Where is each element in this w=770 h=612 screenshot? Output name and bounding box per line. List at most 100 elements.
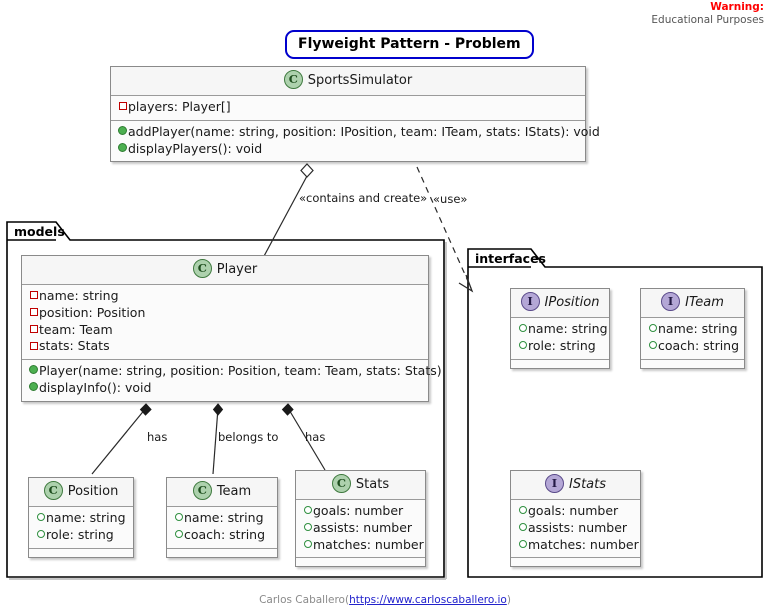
page-title: Flyweight Pattern - Problem — [285, 30, 534, 59]
interface-iteam-fields: name: string coach: string — [641, 318, 744, 360]
field-row: role: string — [517, 338, 603, 355]
field-label: name: string — [528, 321, 608, 336]
field-label: assists: number — [528, 519, 628, 535]
class-position-methods — [29, 549, 133, 557]
field-label: matches: number — [528, 536, 639, 552]
public-marker-icon — [117, 123, 128, 140]
private-marker-icon — [28, 338, 39, 355]
warning-subtitle: Educational Purposes — [651, 14, 764, 26]
interface-istats-header: I IStats — [511, 471, 640, 500]
class-sportssimulator-methods: addPlayer(name: string, position: IPosit… — [111, 121, 600, 162]
class-icon: C — [192, 481, 212, 500]
interface-icon: I — [544, 474, 564, 493]
class-position[interactable]: C Position name: string role: string — [28, 477, 134, 558]
class-sportssimulator-name: SportsSimulator — [307, 73, 413, 88]
class-stats-name: Stats — [355, 477, 390, 492]
relation-label-has-position: has — [147, 430, 168, 444]
field-row: coach: string — [173, 527, 271, 544]
footer-paren-close: ) — [506, 594, 511, 606]
class-team-fields: name: string coach: string — [167, 507, 277, 549]
private-marker-icon — [28, 287, 39, 304]
public-marker-icon — [35, 526, 46, 543]
field-row: name: string — [35, 510, 127, 527]
field-row: name: string — [517, 320, 608, 338]
package-models-label: models — [14, 224, 65, 239]
class-icon: C — [192, 259, 212, 278]
warning-title: Warning: — [710, 1, 764, 13]
field-label: position: Position — [39, 304, 146, 320]
footer-link[interactable]: https://www.carloscaballero.io — [349, 594, 507, 606]
field-row: goals: number — [302, 503, 419, 520]
class-team-name: Team — [216, 484, 252, 499]
package-models: models — [6, 221, 447, 580]
class-team-header: C Team — [167, 478, 277, 507]
field-row: role: string — [35, 527, 127, 544]
class-position-header: C Position — [29, 478, 133, 507]
field-label: goals: number — [313, 503, 404, 518]
field-label: assists: number — [313, 519, 413, 535]
field-label: matches: number — [313, 536, 424, 552]
method-label: addPlayer(name: string, position: IPosit… — [128, 123, 600, 139]
package-interfaces-label: interfaces — [475, 251, 547, 266]
warning-note: Warning: Educational Purposes — [651, 1, 764, 27]
field-label: coach: string — [184, 526, 266, 542]
public-marker-icon — [517, 320, 528, 337]
field-label: name: string — [39, 288, 119, 303]
public-marker-icon — [517, 502, 528, 519]
public-marker-icon — [517, 337, 528, 354]
method-label: displayPlayers(): void — [128, 140, 263, 156]
interface-iposition-methods — [511, 360, 609, 368]
field-label: goals: number — [528, 503, 619, 518]
class-position-name: Position — [67, 484, 119, 499]
method-row: displayInfo(): void — [28, 380, 422, 397]
private-marker-icon — [117, 98, 128, 115]
class-team-methods — [167, 549, 277, 557]
public-marker-icon — [302, 536, 313, 553]
public-marker-icon — [302, 519, 313, 536]
field-label: role: string — [46, 526, 114, 542]
public-marker-icon — [173, 526, 184, 543]
public-marker-icon — [28, 379, 39, 396]
method-row: displayPlayers(): void — [117, 141, 579, 158]
field-row: coach: string — [647, 337, 739, 355]
package-interfaces-outline — [467, 248, 763, 578]
footer-author: Carlos Caballero — [259, 594, 345, 606]
field-row: players: Player[] — [117, 99, 579, 116]
relation-label-contains-and-create: «contains and create» — [299, 191, 428, 205]
public-marker-icon — [28, 362, 39, 379]
public-marker-icon — [173, 509, 184, 526]
field-row: name: string — [647, 321, 738, 338]
public-marker-icon — [517, 519, 528, 536]
interface-iposition-fields: name: string role: string — [511, 318, 609, 360]
interface-istats-fields: goals: number assists: number matches: n… — [511, 500, 640, 559]
class-team[interactable]: C Team name: string coach: string — [166, 477, 278, 558]
class-sportssimulator-fields: players: Player[] — [111, 96, 585, 121]
interface-istats[interactable]: I IStats goals: number assists: number ma… — [510, 470, 641, 568]
field-label: players: Player[] — [128, 99, 231, 114]
field-row: team: Team — [28, 322, 422, 339]
field-row: matches: number — [302, 536, 424, 554]
class-player-name: Player — [216, 262, 258, 277]
method-row: addPlayer(name: string, position: IPosit… — [117, 123, 600, 141]
class-icon: C — [43, 481, 63, 500]
field-row: name: string — [28, 288, 422, 305]
method-label: displayInfo(): void — [39, 379, 152, 395]
interface-istats-name: IStats — [568, 477, 607, 492]
field-row: assists: number — [517, 520, 634, 537]
private-marker-icon — [28, 304, 39, 321]
field-label: stats: Stats — [39, 338, 110, 354]
public-marker-icon — [647, 337, 658, 354]
public-marker-icon — [302, 502, 313, 519]
interface-icon: I — [520, 292, 540, 311]
field-row: position: Position — [28, 305, 422, 322]
footer-paren-open: ( — [344, 594, 350, 606]
